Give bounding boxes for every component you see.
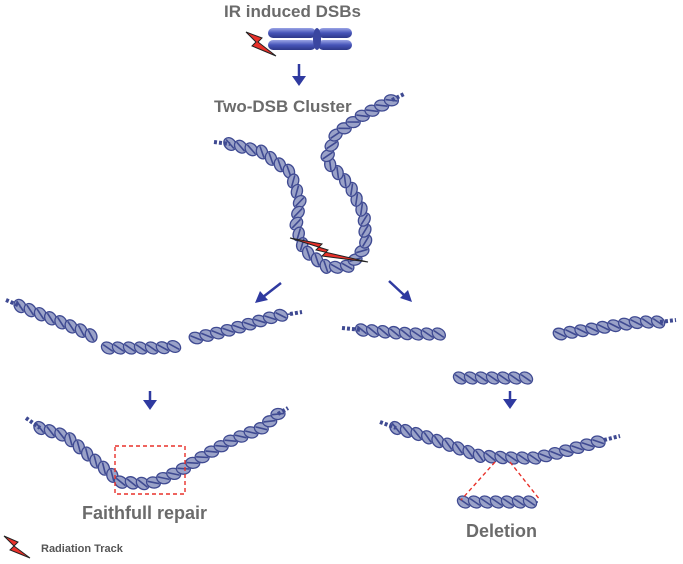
dna-helix-segment <box>552 315 677 341</box>
lightning-bolt-icon <box>245 31 277 57</box>
dna-helix-segment <box>213 92 405 274</box>
dna-helix-segment <box>341 323 446 341</box>
dna-helix-segment <box>456 495 538 509</box>
chromosome-icon <box>268 28 352 50</box>
faithful-repair-label: Faithfull repair <box>82 503 208 523</box>
arrow-icon <box>503 391 517 409</box>
arrow-icon <box>255 282 282 303</box>
cluster-label: Two-DSB Cluster <box>214 97 352 116</box>
arrow-icon <box>292 64 306 86</box>
deletion-highlight <box>460 461 541 501</box>
legend-label: Radiation Track <box>41 543 123 555</box>
lightning-bolt-icon <box>289 237 369 263</box>
deletion-label: Deletion <box>466 521 538 541</box>
arrow-icon <box>388 280 412 302</box>
repair-highlight-box <box>114 445 186 495</box>
dna-helix-segment <box>100 339 182 355</box>
arrow-icon <box>143 391 157 410</box>
dna-helix-segment <box>188 308 303 345</box>
dna-helix-segment <box>24 406 290 491</box>
dna-helix-segment <box>379 420 621 465</box>
dna-helix-segment <box>5 298 98 343</box>
dna-helix-segment <box>452 371 534 385</box>
dna-strands <box>5 92 677 509</box>
lightning-bolt-icon <box>3 535 31 559</box>
diagram-title: IR induced DSBs <box>224 2 361 21</box>
